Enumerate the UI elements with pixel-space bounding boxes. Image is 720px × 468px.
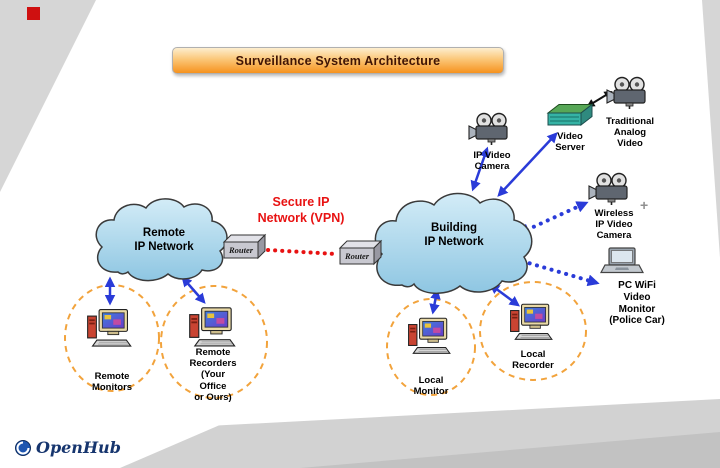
wireless-camera-label: Wireless IP Video Camera — [594, 208, 634, 242]
local-monitor-computer-icon — [407, 315, 453, 360]
remote-recorders-label: Remote Recorders (Your Office or Ours) — [189, 347, 237, 403]
group-circle-local-recorder — [479, 281, 587, 381]
pc-wifi-monitor-label: PC WiFi Video Monitor (Police Car) — [609, 280, 665, 327]
title-banner: Surveillance System Architecture — [172, 47, 504, 74]
slide-title: Surveillance System Architecture — [235, 53, 441, 68]
openhub-logo: OpenHub — [14, 438, 121, 457]
bg-wedge-top-left — [0, 0, 96, 192]
bg-wedge-right — [702, 0, 720, 258]
local-monitor-label: Local Monitor — [413, 375, 449, 398]
ip-video-camera-label: IP Video Camera — [473, 150, 511, 173]
ip-video-camera-icon — [468, 112, 514, 151]
group-circle-remote-recorders — [160, 285, 268, 399]
vpn-label: Secure IP Network (VPN) — [257, 195, 345, 225]
wireless-ip-camera-icon — [588, 172, 634, 211]
arrow-building-cloud-to-local-recorder — [488, 283, 521, 307]
video-server-label: Video Server — [555, 131, 585, 154]
building-cloud-label: Building IP Network — [424, 222, 484, 248]
arrow-building-cloud-to-ip-camera — [470, 146, 490, 192]
remote-ip-network-cloud — [95, 198, 228, 282]
remote-recorders-computer-icon — [188, 304, 238, 353]
router-right — [338, 239, 383, 266]
pc-wifi-laptop-icon — [600, 247, 644, 282]
red-accent-square — [27, 7, 40, 20]
analog-video-label: Traditional Analog Video — [605, 116, 655, 150]
analog-video-camera-icon — [606, 76, 652, 115]
openhub-logo-text: OpenHub — [36, 438, 121, 457]
openhub-logo-icon — [15, 439, 31, 456]
bg-band-bottom-dark — [300, 432, 720, 468]
local-recorder-label: Local Recorder — [512, 349, 554, 372]
bg-wedge-bottom-white — [0, 412, 250, 468]
remote-monitors-computer-icon — [86, 306, 134, 353]
router-left-label: Router — [228, 245, 254, 255]
building-ip-network-cloud — [374, 192, 533, 294]
video-server-icon — [544, 102, 594, 134]
local-recorder-computer-icon — [509, 301, 555, 346]
router-right-label: Router — [344, 251, 370, 261]
wireless-link-building-cloud-to-pc-wifi — [512, 255, 600, 287]
remote-cloud-label: Remote IP Network — [134, 227, 194, 253]
wireless-link-building-cloud-to-wireless-camera — [517, 201, 589, 235]
arrow-building-cloud-to-video-server — [497, 132, 558, 197]
arrow-building-cloud-to-local-monitor — [429, 288, 441, 315]
group-circle-local-monitor — [386, 298, 476, 396]
arrow-remote-cloud-to-remote-recorders — [181, 276, 206, 304]
router-left — [222, 233, 267, 260]
crosshair-cursor-icon: + — [640, 197, 649, 213]
vpn-dotted-line — [266, 248, 338, 256]
remote-monitors-label: Remote Monitors — [91, 371, 133, 394]
